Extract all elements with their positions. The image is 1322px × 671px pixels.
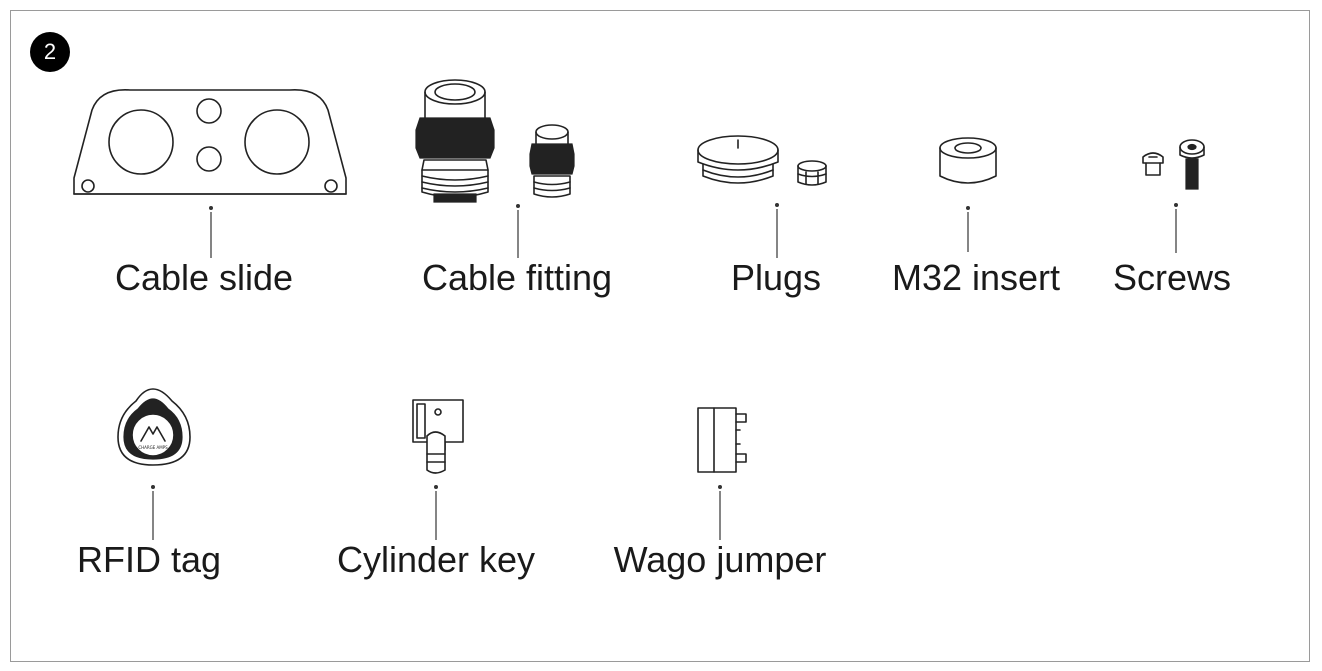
wago-jumper-label: Wago jumper bbox=[614, 542, 827, 578]
step-number-badge: 2 bbox=[30, 32, 70, 72]
rfid-tag-label: RFID tag bbox=[77, 542, 221, 578]
cable-slide-label: Cable slide bbox=[115, 260, 293, 296]
step-number: 2 bbox=[44, 39, 56, 65]
m32-insert-label: M32 insert bbox=[892, 260, 1060, 296]
rfid-logo-text: CHARGE AMPS bbox=[138, 445, 168, 450]
cylinder-key-label: Cylinder key bbox=[337, 542, 535, 578]
cable-slide-icon bbox=[70, 80, 350, 260]
m32-insert-icon bbox=[930, 130, 1010, 255]
plugs-label: Plugs bbox=[731, 260, 821, 296]
wago-jumper-icon bbox=[690, 400, 755, 542]
cable-fitting-icon bbox=[410, 70, 585, 260]
cylinder-key-icon bbox=[405, 392, 470, 542]
rfid-tag-icon: CHARGE AMPS bbox=[110, 385, 200, 543]
screws-label: Screws bbox=[1113, 260, 1231, 296]
screws-icon bbox=[1135, 135, 1215, 255]
plugs-icon bbox=[695, 130, 840, 260]
cable-fitting-label: Cable fitting bbox=[422, 260, 612, 296]
